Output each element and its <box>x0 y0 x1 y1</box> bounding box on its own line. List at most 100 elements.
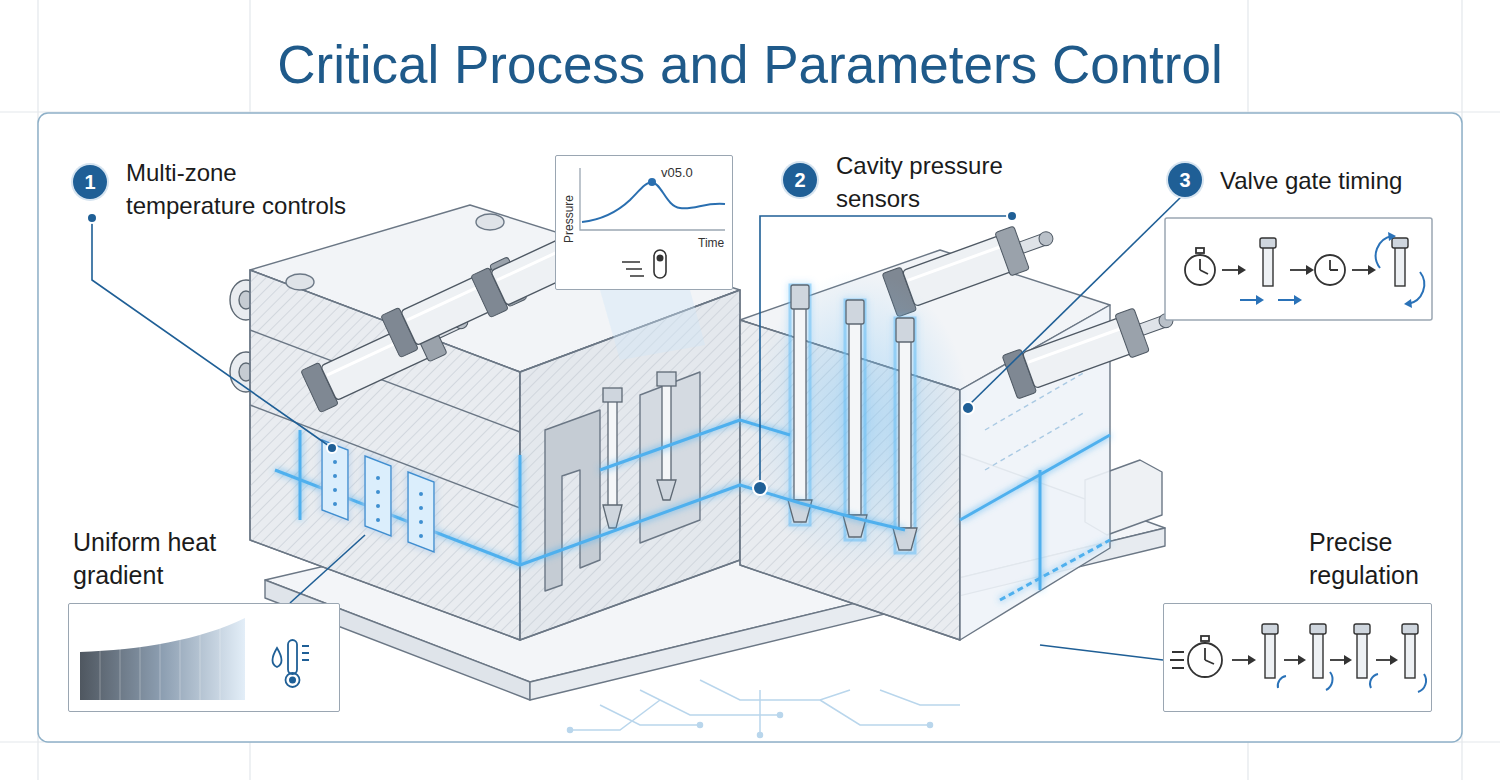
precise-regulation-icons <box>1344 655 1352 665</box>
pressure-chart <box>648 178 656 186</box>
circuit-trace <box>570 700 660 730</box>
precise-regulation-icons <box>1265 632 1275 678</box>
pressure-chart <box>580 168 725 278</box>
sensor-focus-beam <box>600 290 705 360</box>
valve-timing-inset <box>1290 269 1306 271</box>
valve-timing-inset <box>1238 265 1376 275</box>
valve-timing-inset <box>1408 272 1424 304</box>
melt-channel <box>960 435 1110 520</box>
leader-line <box>760 216 1012 486</box>
heat-gradient-chart <box>80 618 309 700</box>
valve-timing-inset <box>1368 265 1376 275</box>
pressure-chart <box>622 262 644 276</box>
leader-dot <box>327 443 337 453</box>
precise-regulation-icons <box>1262 624 1278 634</box>
valve-gate-nozzle <box>845 300 865 540</box>
valve-timing-inset <box>1256 295 1264 305</box>
melt-channel <box>600 420 790 470</box>
chart-value: v05.0 <box>661 165 693 180</box>
heater-zone <box>408 472 434 552</box>
circuit-trace <box>759 690 761 735</box>
heater-zone <box>419 492 423 496</box>
melt-channel <box>1039 470 1042 590</box>
diagram-title: Critical Process and Parameters Control <box>0 30 1500 100</box>
valve-gate-nozzle <box>893 528 917 550</box>
precise-regulation-icons <box>1170 624 1426 692</box>
left-mold-block <box>286 274 314 290</box>
precise-regulation-icons <box>1278 672 1426 692</box>
heater-zone <box>322 440 434 552</box>
valve-timing-inset <box>1263 246 1273 286</box>
heater-zone <box>419 506 423 510</box>
precise-regulation-icons <box>1326 672 1333 690</box>
valve-timing-inset <box>1196 248 1204 253</box>
leader-dot <box>87 211 1017 495</box>
callout: 1Multi-zone temperature controls <box>68 156 398 228</box>
heater-zone <box>333 460 423 538</box>
callout-heading: Multi-zone temperature controls <box>126 156 366 222</box>
panel-heading: Uniform heat gradient <box>73 526 223 592</box>
valve-timing-inset <box>1278 299 1294 301</box>
valve-timing-inset <box>1330 260 1338 270</box>
leader-line <box>1040 645 1163 660</box>
melt-channel <box>519 455 522 565</box>
valve-gate-nozzle <box>791 285 809 309</box>
valve-timing-inset <box>1404 299 1412 308</box>
left-mold-block <box>520 290 740 640</box>
circuit-trace <box>698 723 703 728</box>
pressure-chart <box>657 255 664 262</box>
heater-zone <box>419 534 423 538</box>
precise-regulation-icons <box>1313 632 1323 678</box>
valve-gate-nozzle <box>896 318 914 342</box>
circuit-trace <box>568 728 573 733</box>
valve-timing-inset <box>1238 265 1246 275</box>
pneumatic-cylinder <box>1002 297 1180 399</box>
circuit-trace <box>880 690 960 705</box>
heat-gradient-chart <box>80 618 245 700</box>
callout-number: 3 <box>1168 163 1202 197</box>
precise-regulation-icons <box>1405 632 1415 678</box>
panel-heading: Precise regulation <box>1309 526 1439 592</box>
precise-regulation-icons <box>1248 655 1398 665</box>
valve-timing-inset <box>1260 238 1276 248</box>
heat-gradient-chart <box>100 640 101 700</box>
heat-gradient-chart <box>140 640 141 700</box>
inner-nozzle <box>662 380 671 490</box>
circuit-trace <box>700 680 850 700</box>
precise-regulation-icons <box>1205 648 1214 664</box>
valve-timing-inset <box>1165 218 1432 320</box>
glow-halo <box>750 270 970 570</box>
circuit-trace <box>640 690 780 715</box>
inner-nozzle <box>657 480 676 500</box>
heater-zone <box>376 504 380 508</box>
valve-gate-nozzle <box>794 300 806 500</box>
heater-zone <box>419 520 423 524</box>
inner-nozzle <box>603 388 622 402</box>
valve-timing-inset <box>1376 236 1392 268</box>
leader-dot <box>753 481 767 495</box>
heater-zone <box>333 474 337 478</box>
circuit-trace <box>820 700 930 725</box>
leader-dot <box>962 402 974 414</box>
precise-regulation-icons <box>1170 636 1390 677</box>
valve-timing-inset <box>1200 259 1208 274</box>
leader-dot <box>1007 211 1017 221</box>
precise-regulation-icons <box>1201 636 1209 641</box>
left-mold-block <box>476 214 504 230</box>
precise-regulation-icons <box>1262 624 1418 678</box>
valve-timing-inset <box>1352 269 1368 271</box>
heat-gradient-chart <box>120 640 121 700</box>
valve-gate-nozzle <box>846 300 864 324</box>
heater-zone <box>376 518 380 522</box>
callout-heading: Valve gate timing <box>1220 164 1470 197</box>
axis-label: Time <box>698 236 724 250</box>
melt-channel <box>1000 540 1110 600</box>
leader-dot <box>87 213 97 223</box>
panel-frame <box>38 113 1462 742</box>
valve-timing-inset <box>1260 238 1408 286</box>
right-mold-block <box>740 250 1110 640</box>
valve-timing-inset <box>1395 246 1405 286</box>
